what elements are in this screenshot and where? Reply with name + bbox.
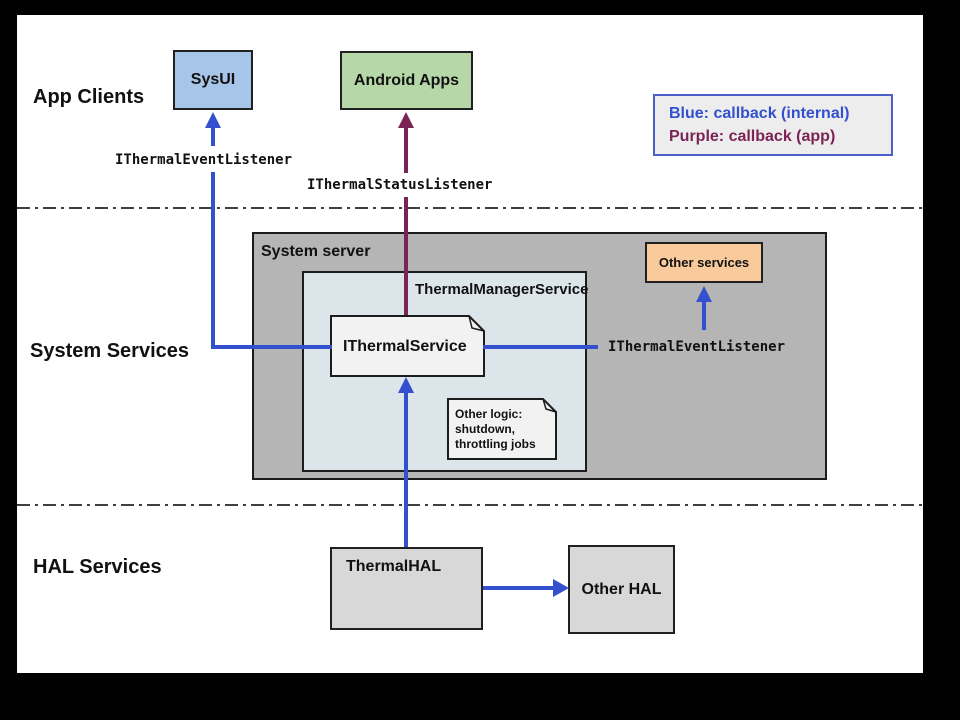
node-other-logic [447,398,557,460]
other-logic-line1: Other logic: [455,407,523,421]
node-other-hal: Other HAL [568,545,675,634]
line-ithermalservice-right [483,345,598,349]
line-sysui-vertical [211,172,215,349]
line-android-apps-upper [404,127,408,173]
legend-blue-entry: Blue: callback (internal) [669,105,850,122]
layer-divider-system-hal [17,504,923,506]
line-thermalhal-up [404,392,408,547]
arrow-to-other-hal-icon [553,579,569,597]
arrow-to-android-apps-icon [398,112,414,128]
legend-purple-entry: Purple: callback (app) [669,128,836,145]
section-label-hal-services: HAL Services [33,556,162,578]
label-ithermal-status-listener: IThermalStatusListener [307,177,493,193]
node-system-server-label: System server [261,243,371,260]
node-sysui: SysUI [173,50,253,110]
arrow-to-other-services-icon [696,286,712,302]
line-android-apps-lower [404,197,408,315]
node-other-hal-label: Other HAL [581,580,662,598]
layer-divider-app-system [17,207,923,209]
line-thermalhal-otherhal [483,586,555,590]
node-android-apps-label: Android Apps [353,71,460,89]
label-ithermal-event-listener-top: IThermalEventListener [115,152,293,168]
arrow-to-ithermalservice-icon [398,377,414,393]
section-label-app-clients: App Clients [33,86,145,108]
node-thermal-hal: ThermalHAL [330,547,483,630]
arrow-to-sysui-icon [205,112,221,128]
label-ithermal-event-listener-right: IThermalEventListener [608,339,786,355]
node-other-logic-label: Other logic: shutdown, throttling jobs [455,407,536,452]
node-android-apps: Android Apps [340,51,473,110]
section-label-system-services: System Services [30,340,190,362]
diagram-canvas: App Clients System Services HAL Services… [17,15,923,673]
node-thermal-manager-service-label: ThermalManagerService [415,281,589,298]
node-other-services: Other services [645,242,763,283]
node-thermal-hal-label: ThermalHAL [346,558,442,575]
line-sysui-upper [211,127,215,146]
node-other-services-label: Other services [658,255,750,270]
line-other-services [702,301,706,330]
line-ithermalservice-left [211,345,332,349]
other-logic-line3: throttling jobs [455,437,536,451]
node-ithermal-service-label: IThermalService [343,338,467,355]
node-sysui-label: SysUI [190,71,236,88]
node-ithermal-service [330,315,485,377]
legend-box: Blue: callback (internal) Purple: callba… [653,94,893,156]
other-logic-line2: shutdown, [455,422,515,436]
